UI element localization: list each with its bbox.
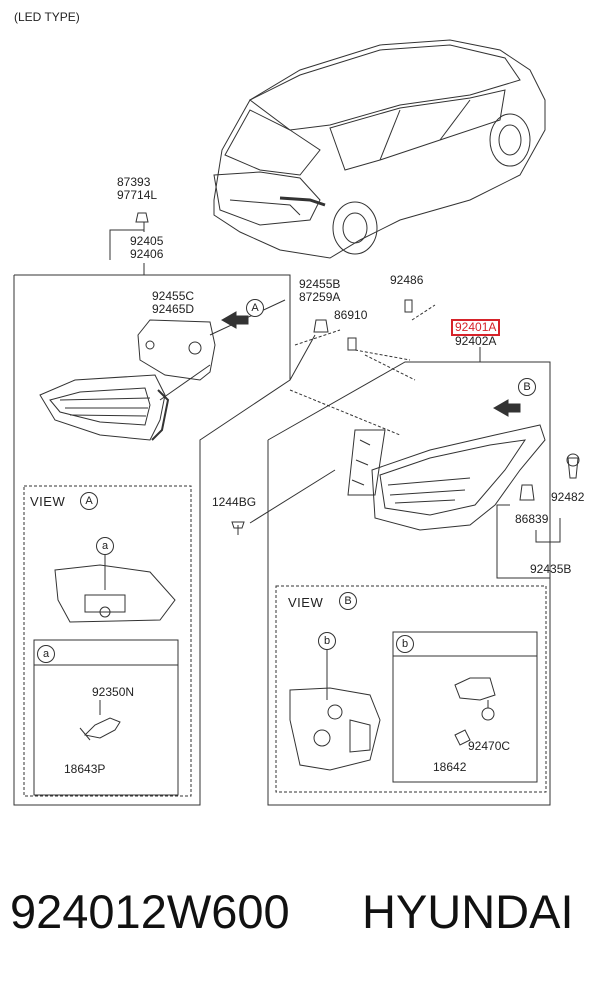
gasket [347,429,386,496]
part-87393: 87393 [117,175,151,189]
type-label: (LED TYPE) [14,10,80,24]
car-front-wheel [489,113,531,167]
part-92455B: 92455B [299,277,341,291]
part-87259A: 87259A [299,290,341,304]
part-86910: 86910 [334,308,368,322]
part-92455C: 92455C [152,289,195,303]
part-97714L: 97714L [117,188,158,202]
detail-b-box [392,631,538,783]
car-rear-window [224,109,321,176]
part-18642: 18642 [433,760,467,774]
view-b-box [275,585,547,793]
part-number-caption: 924012W600 [10,885,290,938]
view-a-marker: A [80,492,98,510]
car-roof [249,44,521,131]
car-side-windows [329,89,506,171]
left-group-frame [13,274,291,806]
arrow-a-marker: A [246,299,264,317]
part-92486: 92486 [390,273,424,287]
inner-lamp [39,374,166,441]
inner-bracket [137,319,216,381]
view-a-box [23,485,192,797]
part-86839: 86839 [515,512,549,526]
detail-b-header-marker: b [396,635,414,653]
detail-a-box [33,639,179,796]
car-body-outline [213,39,546,259]
part-1244BG: 1244BG [212,495,257,509]
view-a-detail-marker: a [96,537,114,555]
outer-lamp [371,424,546,531]
brand-caption: HYUNDAI [362,885,574,938]
car-rear-wheel [332,201,378,255]
arrow-b [492,399,521,417]
part-92401A-highlighted: 92401A [451,319,501,336]
view-a-title: VIEW [30,494,66,509]
arrow-a [220,311,249,329]
part-92435B: 92435B [530,562,572,576]
arrow-b-marker: B [518,378,536,396]
part-92470C: 92470C [468,739,511,753]
part-92405: 92405 [130,234,164,248]
part-92482: 92482 [551,490,585,504]
part-18643P: 18643P [64,762,106,776]
right-group-frame [267,361,551,806]
car-tailgate [213,171,321,226]
part-92402A: 92402A [455,334,497,348]
part-92465D: 92465D [152,302,195,316]
view-b-detail-marker: b [318,632,336,650]
view-b-marker: B [339,592,357,610]
view-b-title: VIEW [288,595,324,610]
part-92350N: 92350N [92,685,135,699]
part-92406: 92406 [130,247,164,261]
detail-a-header-marker: a [37,645,55,663]
